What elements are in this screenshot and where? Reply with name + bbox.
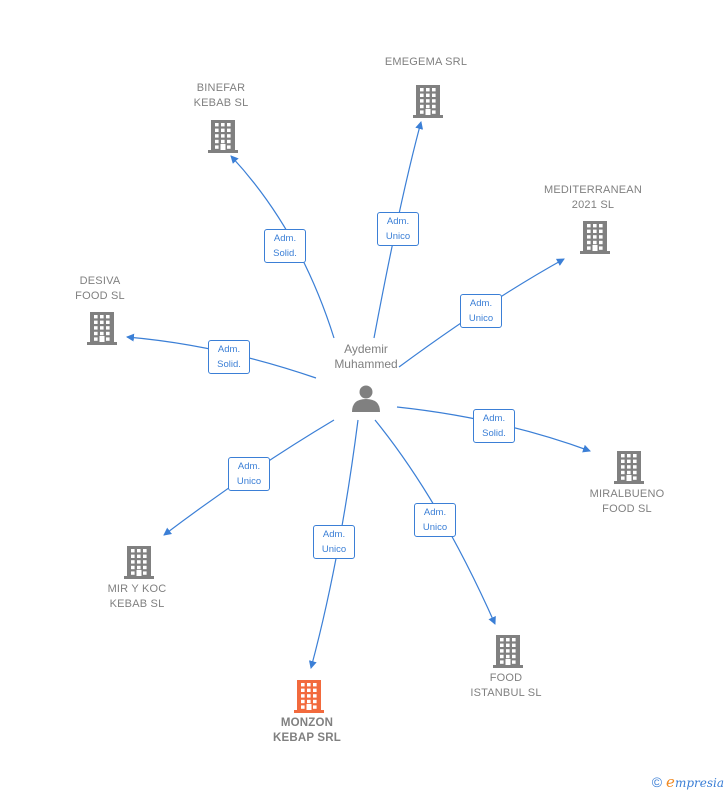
edge-label-mirykoc[interactable]: Adm. Unico bbox=[228, 457, 270, 491]
person-icon[interactable] bbox=[352, 385, 380, 413]
copyright-footer: ©empresia bbox=[652, 773, 724, 791]
company-name-mediterranean[interactable]: MEDITERRANEAN 2021 SL bbox=[544, 184, 642, 211]
company-name-emegema[interactable]: EMEGEMA SRL bbox=[384, 56, 468, 68]
building-icon[interactable] bbox=[294, 680, 324, 713]
edge-label-desiva[interactable]: Adm. Solid. bbox=[208, 340, 250, 374]
edge-label-mediterranean[interactable]: Adm. Unico bbox=[460, 294, 502, 328]
building-icon[interactable] bbox=[87, 312, 117, 345]
company-name-desiva[interactable]: DESIVA FOOD SL bbox=[75, 275, 125, 302]
brand-initial: e bbox=[666, 773, 675, 791]
building-icon[interactable] bbox=[580, 221, 610, 254]
company-name-food_istanbul[interactable]: FOOD ISTANBUL SL bbox=[470, 672, 542, 699]
company-name-mirykoc[interactable]: MIR Y KOC KEBAB SL bbox=[107, 583, 167, 610]
building-icon[interactable] bbox=[493, 635, 523, 668]
brand-name: mpresia bbox=[674, 776, 724, 790]
edge-label-monzon[interactable]: Adm. Unico bbox=[313, 525, 355, 559]
company-name-binefar[interactable]: BINEFAR KEBAB SL bbox=[193, 82, 249, 109]
company-name-miralbueno[interactable]: MIRALBUENO FOOD SL bbox=[589, 488, 665, 515]
building-icon[interactable] bbox=[208, 120, 238, 153]
edge-label-emegema[interactable]: Adm. Unico bbox=[377, 212, 419, 246]
building-icon[interactable] bbox=[413, 85, 443, 118]
building-icon[interactable] bbox=[614, 451, 644, 484]
person-name[interactable]: Aydemir Muhammed bbox=[334, 342, 398, 371]
edge-label-miralbueno[interactable]: Adm. Solid. bbox=[473, 409, 515, 443]
edge-label-binefar[interactable]: Adm. Solid. bbox=[264, 229, 306, 263]
copyright-symbol: © bbox=[651, 774, 663, 790]
building-icon[interactable] bbox=[124, 546, 154, 579]
edge-label-food_istanbul[interactable]: Adm. Unico bbox=[414, 503, 456, 537]
company-name-monzon[interactable]: MONZON KEBAP SRL bbox=[272, 717, 342, 744]
